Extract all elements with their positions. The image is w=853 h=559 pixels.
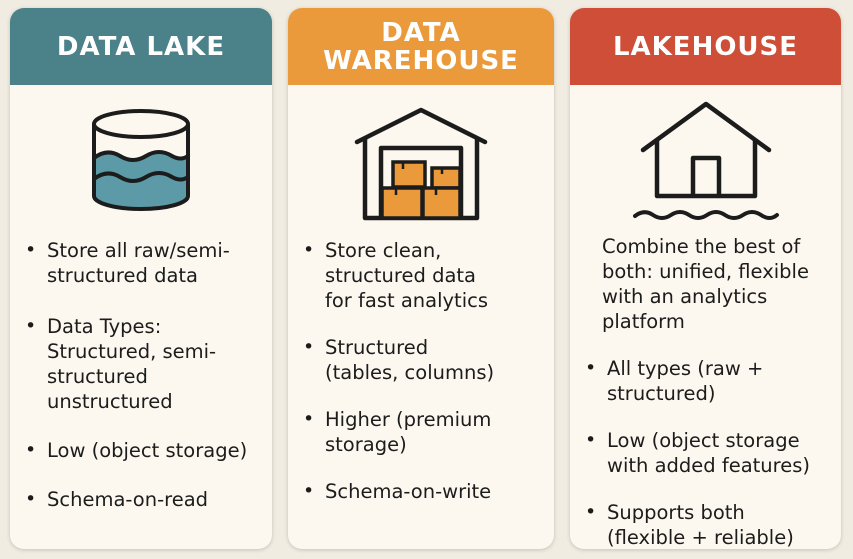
lakehouse-card: LAKEHOUSE Combine the best of both: unif…	[570, 8, 841, 549]
list-item: Higher (premium storage)	[288, 407, 554, 457]
lakehouse-list: All types (raw + structured) Low (object…	[570, 356, 841, 549]
lakehouse-title: LAKEHOUSE	[612, 31, 799, 62]
data-lake-title: DATA LAKE	[56, 31, 226, 62]
data-lake-list: Store all raw/semi- structured data Data…	[10, 238, 272, 512]
list-item: Supports both (flexible + reliable)	[570, 500, 841, 549]
list-item: Schema-on-read	[10, 487, 272, 512]
list-item: Schema-on-write	[288, 479, 554, 504]
data-lake-header: DATA LAKE	[10, 8, 272, 85]
list-item: Low (object storage with added features)	[570, 428, 841, 478]
data-lake-card: DATA LAKE Store all raw/semi- structured…	[10, 8, 272, 549]
lakehouse-intro: Combine the best of both: unified, flexi…	[602, 235, 809, 333]
list-item: Low (object storage)	[10, 438, 272, 463]
list-item: Store clean, structured data for fast an…	[288, 238, 554, 313]
list-item: Store all raw/semi- structured data	[10, 238, 272, 288]
warehouse-boxes-icon	[288, 96, 554, 236]
house-water-icon	[570, 96, 841, 236]
list-item: Structured (tables, columns)	[288, 335, 554, 385]
list-item: Data Types: Structured, semi- structured…	[10, 314, 272, 414]
database-water-icon	[10, 96, 272, 236]
list-item: All types (raw + structured)	[570, 356, 841, 406]
data-warehouse-title: DATA WAREHOUSE	[323, 17, 519, 76]
data-warehouse-header: DATA WAREHOUSE	[288, 8, 554, 85]
data-warehouse-card: DATA WAREHOUSE Store clean, structured d…	[288, 8, 554, 549]
lakehouse-header: LAKEHOUSE	[570, 8, 841, 85]
data-warehouse-list: Store clean, structured data for fast an…	[288, 238, 554, 504]
